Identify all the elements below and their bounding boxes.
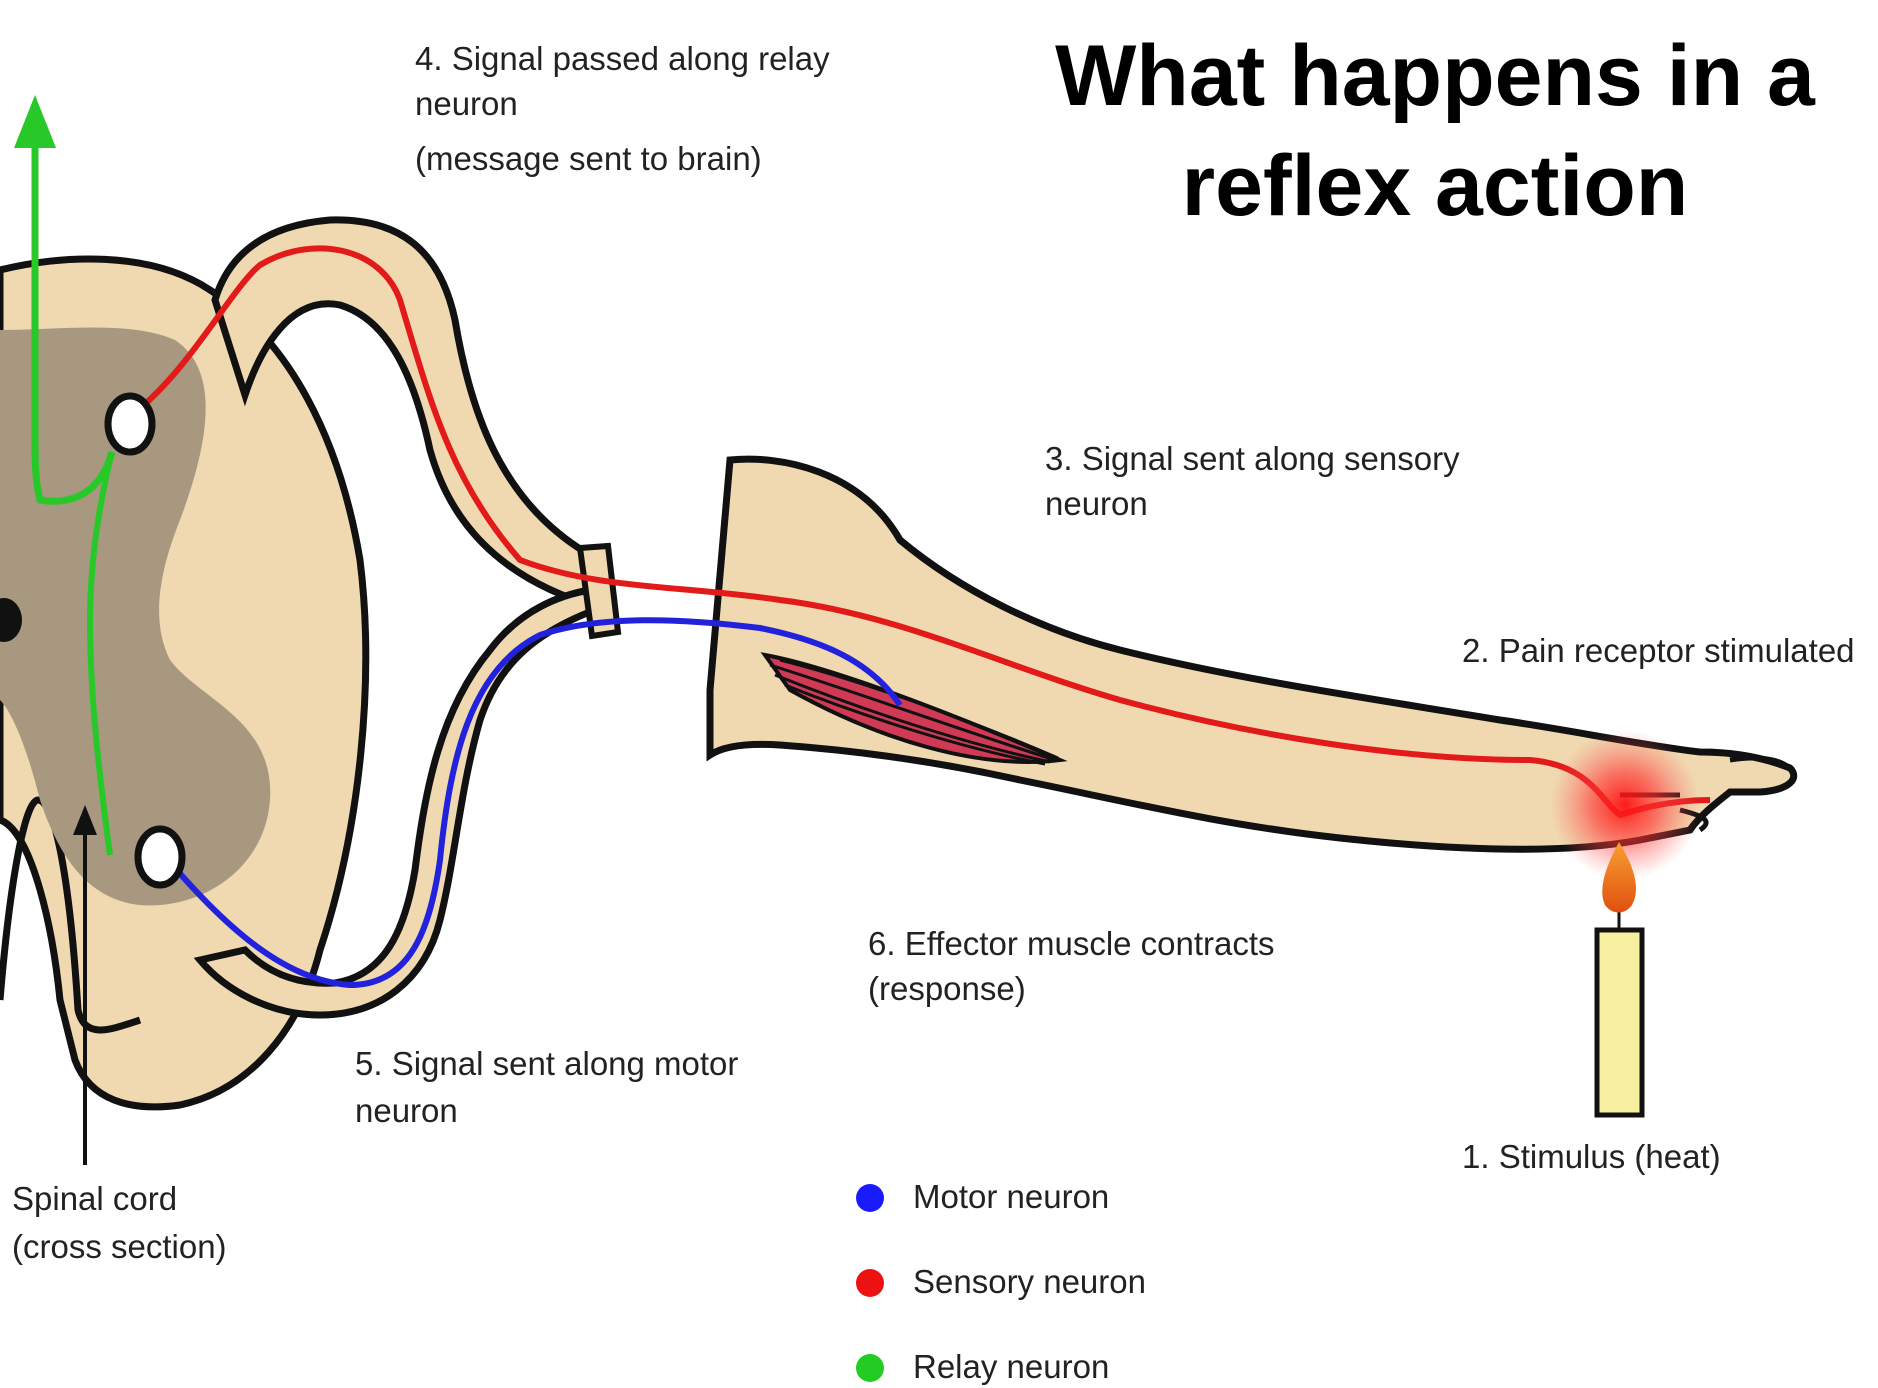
- legend-dot-motor: [856, 1184, 884, 1212]
- relay-motor-synapse: [138, 829, 182, 885]
- diagram-title-line2: reflex action: [1182, 138, 1689, 234]
- legend: Motor neuron Sensory neuron Relay neuron: [856, 1178, 1146, 1385]
- sensory-relay-synapse: [108, 396, 152, 452]
- label-step4-line3: (message sent to brain): [415, 140, 762, 177]
- relay-up-arrow: [14, 95, 56, 148]
- legend-label-sensory: Sensory neuron: [913, 1263, 1146, 1300]
- label-step2: 2. Pain receptor stimulated: [1462, 632, 1855, 669]
- label-step3-line1: 3. Signal sent along sensory: [1045, 440, 1460, 477]
- legend-label-relay: Relay neuron: [913, 1348, 1109, 1385]
- label-spinal-cord-line2: (cross section): [12, 1228, 227, 1265]
- legend-dot-sensory: [856, 1269, 884, 1297]
- candle: [1597, 842, 1642, 1115]
- candle-body: [1597, 930, 1642, 1115]
- label-step3-line2: neuron: [1045, 485, 1148, 522]
- label-step4-line1: 4. Signal passed along relay: [415, 40, 830, 77]
- label-step1: 1. Stimulus (heat): [1462, 1138, 1721, 1175]
- label-step5-line1: 5. Signal sent along motor: [355, 1045, 738, 1082]
- label-step6-line1: 6. Effector muscle contracts: [868, 925, 1275, 962]
- label-step6-line2: (response): [868, 970, 1026, 1007]
- label-spinal-cord-line1: Spinal cord: [12, 1180, 177, 1217]
- label-step5-line2: neuron: [355, 1092, 458, 1129]
- label-step4-line2: neuron: [415, 85, 518, 122]
- diagram-title-line1: What happens in a: [1055, 28, 1816, 124]
- legend-label-motor: Motor neuron: [913, 1178, 1109, 1215]
- legend-dot-relay: [856, 1354, 884, 1382]
